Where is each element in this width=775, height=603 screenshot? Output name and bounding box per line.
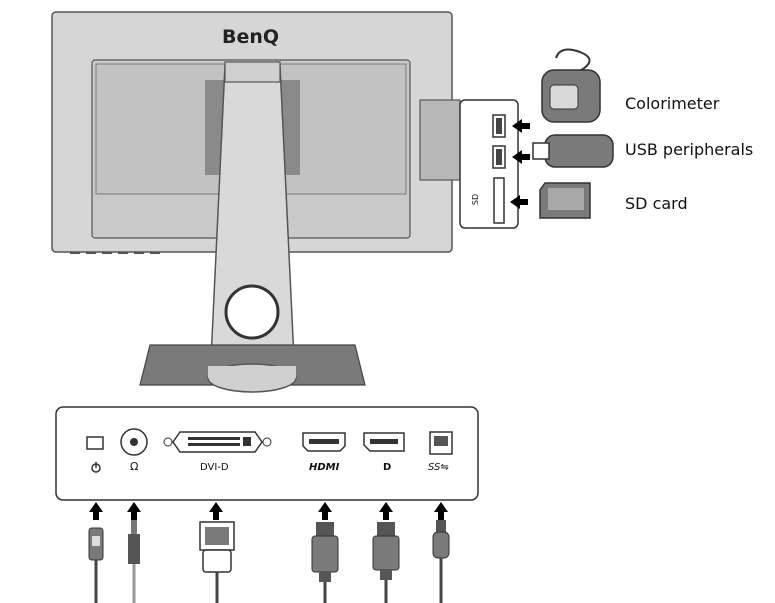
sd-card-label: SD card: [625, 194, 688, 213]
monitor-stand: [139, 61, 366, 393]
colorimeter-icon: [541, 48, 601, 123]
side-port-panel: [459, 99, 519, 229]
displayport-cable: [372, 522, 400, 603]
dvi-label: DVI-D: [200, 462, 229, 473]
rear-arrows: [89, 502, 448, 520]
rear-port-panel: [55, 406, 479, 501]
colorimeter-label: Colorimeter: [625, 94, 720, 113]
usb-peripherals-label: USB peripherals: [625, 140, 754, 159]
hdmi-label: HDMI: [309, 462, 340, 473]
headphone-label: Ω: [130, 460, 139, 473]
side-arrows: [510, 119, 530, 209]
sd-slot-glyph: SD: [471, 193, 481, 206]
usb-cable: [432, 520, 450, 603]
usb-plug-icon: [532, 134, 614, 168]
usb-upstream-label: SS⇋: [428, 462, 449, 473]
sd-card-icon: [539, 182, 591, 219]
brand-logo: BenQ: [222, 26, 280, 48]
power-cable: [88, 527, 104, 603]
hdmi-cable: [311, 522, 339, 603]
dvi-cable: [199, 521, 235, 603]
displayport-label: D: [383, 462, 392, 473]
audio-cable: [128, 520, 140, 603]
